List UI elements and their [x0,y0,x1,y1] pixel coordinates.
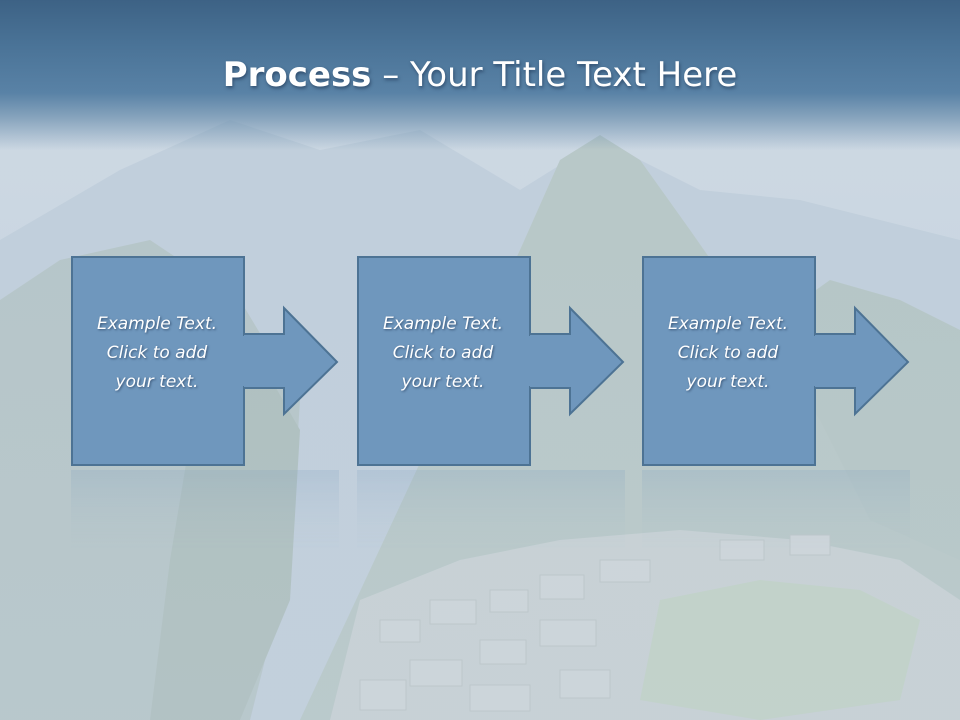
step-reflection [71,470,339,560]
title-rest-part: – Your Title Text Here [371,55,738,95]
step-reflection [642,470,910,560]
step-reflection [357,470,625,560]
step-text[interactable]: Example Text. Click to add your text. [96,314,218,392]
slide-title[interactable]: Process – Your Title Text Here [0,50,960,100]
process-step-1[interactable]: Example Text. Click to add your text. [71,256,339,468]
step-text[interactable]: Example Text. Click to add your text. [667,314,789,392]
step-text[interactable]: Example Text. Click to add your text. [382,314,504,392]
process-step-3[interactable]: Example Text. Click to add your text. [642,256,910,468]
title-bold-part: Process [222,55,372,95]
right-arrow-icon [71,256,339,466]
process-step-2[interactable]: Example Text. Click to add your text. [357,256,625,468]
right-arrow-icon [642,256,910,466]
title-bar [0,0,960,150]
right-arrow-icon [357,256,625,466]
